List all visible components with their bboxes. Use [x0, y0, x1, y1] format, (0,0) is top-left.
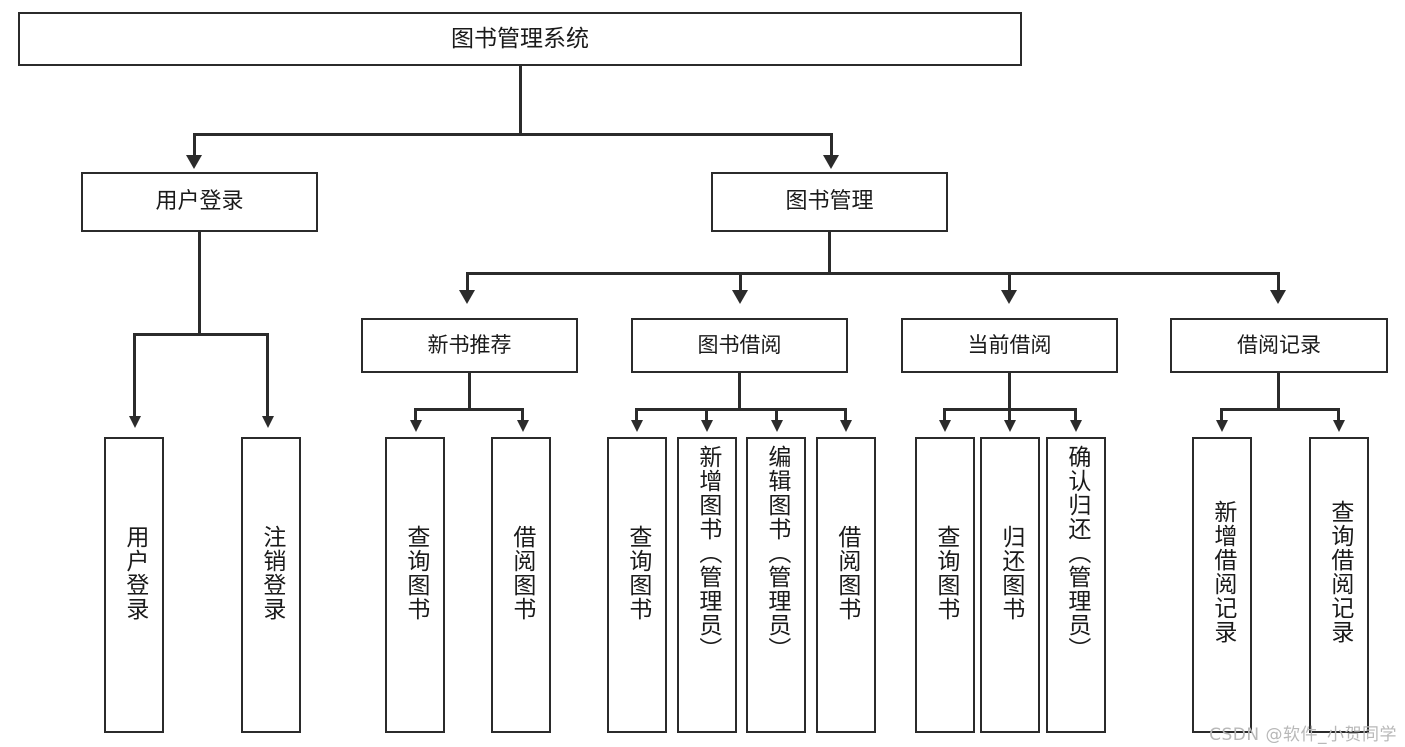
node-label: 图书借阅 — [697, 333, 782, 358]
leaf-label: 用户登录 — [121, 525, 148, 621]
connector-book-borrow-leaf1 — [635, 408, 638, 422]
arrow-new-book-leaf1 — [410, 420, 422, 432]
connector-to-book-manage — [830, 133, 833, 157]
connector-borrow-record-bus — [1220, 408, 1340, 411]
connector-new-book-bus — [414, 408, 524, 411]
leaf-edit-book-admin[interactable]: 编辑图书（管理员） — [746, 437, 806, 733]
arrow-current-borrow-leaf1 — [939, 420, 951, 432]
arrow-book-borrow-leaf4 — [840, 420, 852, 432]
arrow-to-book-manage — [823, 155, 839, 169]
connector-to-borrow-record — [1277, 272, 1280, 292]
leaf-label: 注销登录 — [258, 525, 285, 621]
leaf-label: 查询借阅记录 — [1326, 500, 1353, 644]
connector-level3-bus — [466, 272, 1280, 275]
connector-new-book-stem — [468, 373, 471, 410]
leaf-borrow-book[interactable]: 借阅图书 — [816, 437, 876, 733]
connector-current-borrow-leaf3 — [1074, 408, 1077, 422]
leaf-label: 确认归还（管理员） — [1063, 445, 1090, 661]
arrow-to-new-book — [459, 290, 475, 304]
node-book-borrow[interactable]: 图书借阅 — [631, 318, 848, 373]
connector-borrow-record-stem — [1277, 373, 1280, 410]
leaf-label: 查询图书 — [932, 525, 959, 621]
connector-to-current-borrow — [1008, 272, 1011, 292]
arrow-user-login-leaf1 — [129, 416, 141, 428]
leaf-user-login[interactable]: 用户登录 — [104, 437, 164, 733]
connector-current-borrow-stem — [1008, 373, 1011, 410]
leaf-logout[interactable]: 注销登录 — [241, 437, 301, 733]
arrow-borrow-record-leaf1 — [1216, 420, 1228, 432]
connector-root-bus — [193, 133, 833, 136]
node-borrow-record[interactable]: 借阅记录 — [1170, 318, 1388, 373]
connector-borrow-record-leaf1 — [1220, 408, 1223, 422]
leaf-label: 借阅图书 — [508, 525, 535, 621]
connector-current-borrow-leaf1 — [943, 408, 946, 422]
leaf-label: 新增借阅记录 — [1209, 500, 1236, 644]
arrow-to-book-borrow — [732, 290, 748, 304]
leaf-query-book-recommend[interactable]: 查询图书 — [385, 437, 445, 733]
arrow-new-book-leaf2 — [517, 420, 529, 432]
connector-book-borrow-stem — [738, 373, 741, 410]
connector-new-book-leaf1 — [414, 408, 417, 422]
arrow-user-login-leaf2 — [262, 416, 274, 428]
leaf-query-book-current[interactable]: 查询图书 — [915, 437, 975, 733]
connector-book-borrow-leaf2 — [705, 408, 708, 422]
arrow-book-borrow-leaf2 — [701, 420, 713, 432]
connector-to-new-book — [466, 272, 469, 292]
connector-to-user-login — [193, 133, 196, 157]
connector-to-book-borrow — [739, 272, 742, 292]
csdn-watermark: CSDN @软件_小贺同学 — [1209, 725, 1397, 745]
leaf-label: 查询图书 — [624, 525, 651, 621]
leaf-query-book-borrow[interactable]: 查询图书 — [607, 437, 667, 733]
arrow-to-user-login — [186, 155, 202, 169]
node-book-management[interactable]: 图书管理 — [711, 172, 948, 232]
leaf-add-borrow-record[interactable]: 新增借阅记录 — [1192, 437, 1252, 733]
connector-borrow-record-leaf2 — [1337, 408, 1340, 422]
leaf-return-book[interactable]: 归还图书 — [980, 437, 1040, 733]
arrow-borrow-record-leaf2 — [1333, 420, 1345, 432]
connector-root-stem — [519, 66, 522, 134]
connector-book-borrow-leaf3 — [775, 408, 778, 422]
node-label: 用户登录 — [155, 189, 244, 215]
connector-book-borrow-bus — [635, 408, 847, 411]
node-new-book-recommend[interactable]: 新书推荐 — [361, 318, 578, 373]
node-label: 借阅记录 — [1237, 333, 1321, 358]
connector-book-borrow-leaf4 — [844, 408, 847, 422]
connector-user-login-bus — [133, 333, 268, 336]
leaf-query-borrow-record[interactable]: 查询借阅记录 — [1309, 437, 1369, 733]
leaf-label: 新增图书（管理员） — [694, 445, 721, 661]
arrow-current-borrow-leaf2 — [1004, 420, 1016, 432]
arrow-book-borrow-leaf1 — [631, 420, 643, 432]
connector-user-login-stem — [198, 232, 201, 335]
node-root-system[interactable]: 图书管理系统 — [18, 12, 1022, 66]
arrow-book-borrow-leaf3 — [771, 420, 783, 432]
arrow-to-current-borrow — [1001, 290, 1017, 304]
connector-book-manage-stem — [828, 232, 831, 274]
leaf-label: 借阅图书 — [833, 525, 860, 621]
leaf-add-book-admin[interactable]: 新增图书（管理员） — [677, 437, 737, 733]
leaf-label: 编辑图书（管理员） — [763, 445, 790, 661]
node-user-login[interactable]: 用户登录 — [81, 172, 318, 232]
arrow-to-borrow-record — [1270, 290, 1286, 304]
connector-current-borrow-leaf2 — [1008, 408, 1011, 422]
leaf-label: 查询图书 — [402, 525, 429, 621]
node-label: 图书管理 — [785, 189, 874, 215]
leaf-confirm-return-admin[interactable]: 确认归还（管理员） — [1046, 437, 1106, 733]
node-label: 图书管理系统 — [451, 25, 589, 52]
arrow-current-borrow-leaf3 — [1070, 420, 1082, 432]
leaf-label: 归还图书 — [997, 525, 1024, 621]
connector-user-login-leaf2 — [266, 333, 269, 419]
node-current-borrow[interactable]: 当前借阅 — [901, 318, 1118, 373]
connector-new-book-leaf2 — [521, 408, 524, 422]
node-label: 新书推荐 — [427, 333, 512, 358]
leaf-borrow-book-recommend[interactable]: 借阅图书 — [491, 437, 551, 733]
connector-user-login-leaf1 — [133, 333, 136, 419]
node-label: 当前借阅 — [967, 333, 1052, 358]
